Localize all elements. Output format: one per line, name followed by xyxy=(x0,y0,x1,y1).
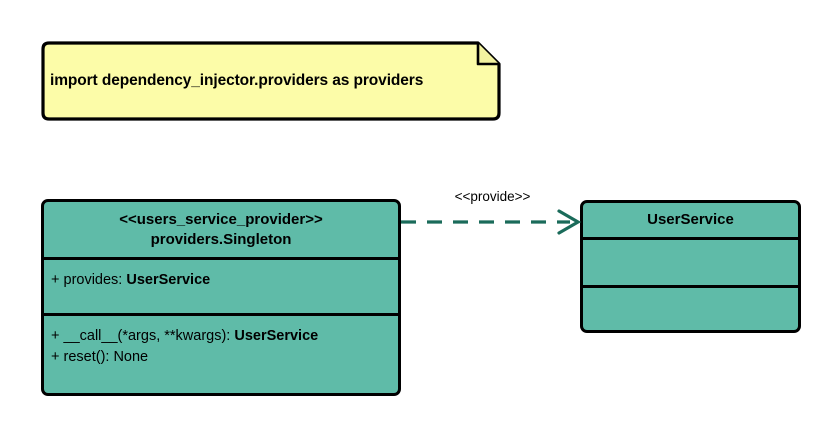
attribute-type: UserService xyxy=(126,272,211,288)
class-stereotype: <<users_service_provider>> xyxy=(119,211,323,229)
class-operations-provider: + __call__(*args, **kwargs): UserService… xyxy=(44,313,398,393)
note-text: import dependency_injector.providers as … xyxy=(50,72,424,89)
class-box-user-service[interactable]: UserService xyxy=(580,200,801,333)
class-operations-user-service xyxy=(583,285,798,330)
operation-type: UserService xyxy=(234,328,319,344)
operation-visibility: + xyxy=(51,348,60,365)
class-header-provider: <<users_service_provider>> providers.Sin… xyxy=(44,202,398,257)
attribute-visibility: + xyxy=(51,272,60,288)
class-header-user-service: UserService xyxy=(583,203,798,237)
arrowhead-icon xyxy=(557,209,582,235)
operation-label: reset(): None xyxy=(63,348,149,365)
class-name: providers.Singleton xyxy=(150,230,292,248)
class-name: UserService xyxy=(647,211,734,229)
operation-visibility: + xyxy=(51,328,60,344)
connector-label: <<provide>> xyxy=(454,189,531,204)
dependency-connector[interactable] xyxy=(398,185,588,240)
class-box-users-service-provider[interactable]: <<users_service_provider>> providers.Sin… xyxy=(41,199,401,396)
note-import[interactable]: import dependency_injector.providers as … xyxy=(38,40,502,122)
attribute-row: + provides: UserService xyxy=(51,270,391,291)
operation-label: __call__(*args, **kwargs): xyxy=(63,328,235,344)
class-attributes-provider: + provides: UserService xyxy=(44,257,398,313)
operation-row: + __call__(*args, **kwargs): UserService xyxy=(51,326,391,347)
operation-row: + reset(): None xyxy=(51,347,391,368)
note-shape xyxy=(41,41,501,121)
class-attributes-user-service xyxy=(583,237,798,285)
attribute-label: provides: xyxy=(63,272,127,288)
